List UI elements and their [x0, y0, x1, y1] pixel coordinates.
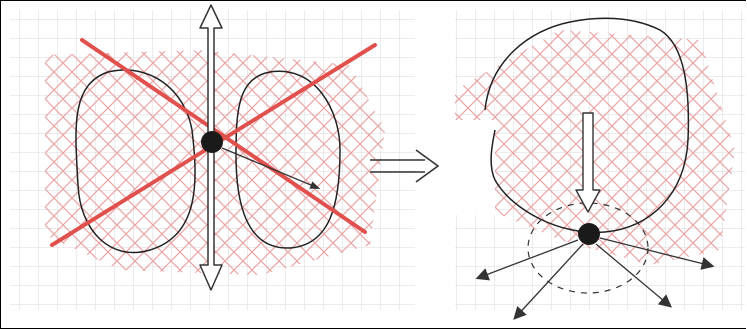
right-panel	[445, 17, 735, 320]
left-hatch-region	[45, 50, 385, 275]
emit-arrow-down-right	[595, 243, 672, 308]
emit-arrow-down-left	[513, 243, 584, 320]
pointer-arrow	[221, 147, 321, 189]
dashed-circle	[527, 202, 649, 294]
left-lobe	[75, 69, 196, 254]
double-right-arrow-icon	[370, 149, 440, 183]
red-line-descending	[80, 38, 367, 234]
open-outline-shape	[484, 17, 690, 234]
emit-arrow-right	[599, 237, 715, 270]
right-lobe	[235, 70, 341, 249]
left-panel	[45, 4, 385, 291]
right-hatch-region	[455, 30, 735, 265]
blank-patch	[445, 120, 495, 215]
right-point	[578, 223, 600, 245]
center-point	[201, 131, 223, 153]
emit-arrow-left	[475, 239, 579, 281]
down-arrow	[575, 112, 601, 213]
